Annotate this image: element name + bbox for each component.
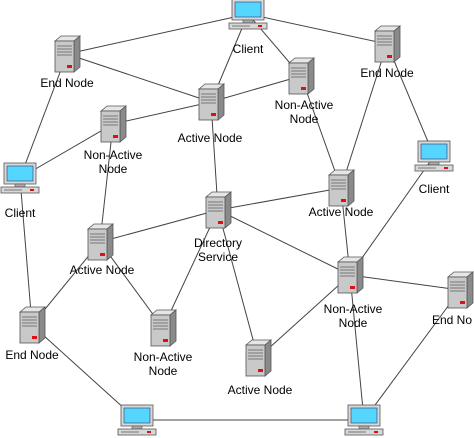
- link-endnode-left-client-bottomleft: [31, 324, 138, 421]
- link-directory-nonactive-bottom: [162, 209, 219, 329]
- client-computer-icon-client-right: [414, 140, 454, 172]
- server-icon-endnode-left: [18, 306, 47, 344]
- server-icon-active-left: [86, 223, 115, 261]
- link-endnode-topright-client-right: [386, 43, 435, 157]
- node-label-line: End Node: [360, 66, 414, 80]
- link-client-top-endnode-topleft: [66, 13, 249, 55]
- server-icon-directory: [204, 191, 233, 229]
- node-label-endnode-right: End No: [432, 313, 472, 327]
- server-icon-active-right: [327, 169, 356, 207]
- link-endnode-topright-active-right: [340, 43, 388, 189]
- server-icon-endnode-topleft: [53, 35, 82, 73]
- link-directory-nonactive-right: [217, 209, 351, 276]
- link-client-left-endnode-left: [19, 177, 33, 326]
- node-label-line: Service: [197, 250, 239, 264]
- node-label-client-left: Client: [5, 206, 36, 220]
- node-label-line: Active Node: [227, 383, 293, 397]
- node-label-client-top: Client: [233, 42, 264, 56]
- link-directory-active-left: [99, 209, 219, 243]
- client-computer-icon-client-bottomleft: [117, 404, 157, 436]
- node-label-line: Node: [289, 112, 319, 126]
- node-label-line: Non-Active: [274, 98, 334, 112]
- client-computer-icon-client-bottomright: [344, 404, 384, 436]
- node-label-endnode-topleft: End Node: [40, 76, 93, 90]
- link-directory-active-bottom: [217, 209, 259, 359]
- client-computer-icon-client-top: [228, 0, 268, 30]
- node-label-endnode-left: End Node: [5, 348, 58, 362]
- server-icon-nonactive-right: [336, 256, 365, 294]
- node-label-active-left: Active Node: [70, 263, 135, 277]
- node-label-line: Non-Active: [83, 148, 143, 162]
- node-label-line: Client: [4, 206, 36, 220]
- link-active-right-directory: [217, 187, 342, 211]
- node-label-line: End No: [431, 313, 473, 327]
- link-nonactive-left-active-left: [99, 123, 114, 243]
- link-nonactive-right-endnode-right: [349, 274, 461, 291]
- link-endnode-topleft-active-topmid: [66, 53, 212, 103]
- server-icon-active-topmid: [197, 83, 226, 121]
- server-icon-active-bottom: [244, 339, 273, 377]
- node-label-line: Node: [338, 316, 368, 330]
- server-icon-nonactive-topmid: [287, 57, 316, 95]
- node-label-line: Non-Active: [323, 302, 383, 316]
- node-label-line: End Node: [40, 76, 94, 90]
- link-endnode-right-client-bottomright: [363, 289, 461, 421]
- node-label-active-right: Active Node: [309, 205, 374, 219]
- node-label-line: End Node: [5, 348, 59, 362]
- node-label-line: Non-Active: [133, 350, 193, 364]
- node-label-line: Directory: [193, 236, 243, 250]
- server-icon-endnode-right: [446, 271, 474, 309]
- server-icon-nonactive-left: [99, 105, 128, 143]
- node-label-line: Client: [232, 42, 264, 56]
- link-active-topmid-nonactive-left: [112, 101, 212, 125]
- link-nonactive-right-client-bottomright: [349, 274, 365, 421]
- node-label-line: Active Node: [308, 205, 374, 219]
- server-icon-endnode-topright: [373, 25, 402, 63]
- node-label-line: Client: [418, 182, 450, 196]
- node-label-line: Node: [148, 364, 178, 378]
- node-label-active-bottom: Active Node: [228, 383, 293, 397]
- node-label-line: Node: [98, 162, 128, 176]
- link-endnode-topleft-client-left: [19, 53, 68, 179]
- link-client-top-endnode-topright: [247, 13, 388, 45]
- server-icon-nonactive-bottom: [149, 309, 178, 347]
- link-nonactive-right-active-bottom: [257, 274, 351, 359]
- node-label-line: Active Node: [69, 263, 135, 277]
- node-label-line: Active Node: [177, 131, 243, 145]
- link-active-topmid-nonactive-topmid: [210, 75, 302, 103]
- client-computer-icon-client-left: [0, 162, 40, 194]
- node-label-client-right: Client: [419, 182, 450, 196]
- link-client-right-nonactive-right: [349, 155, 435, 276]
- node-label-active-topmid: Active Node: [178, 131, 243, 145]
- node-label-endnode-topright: End Node: [360, 66, 413, 80]
